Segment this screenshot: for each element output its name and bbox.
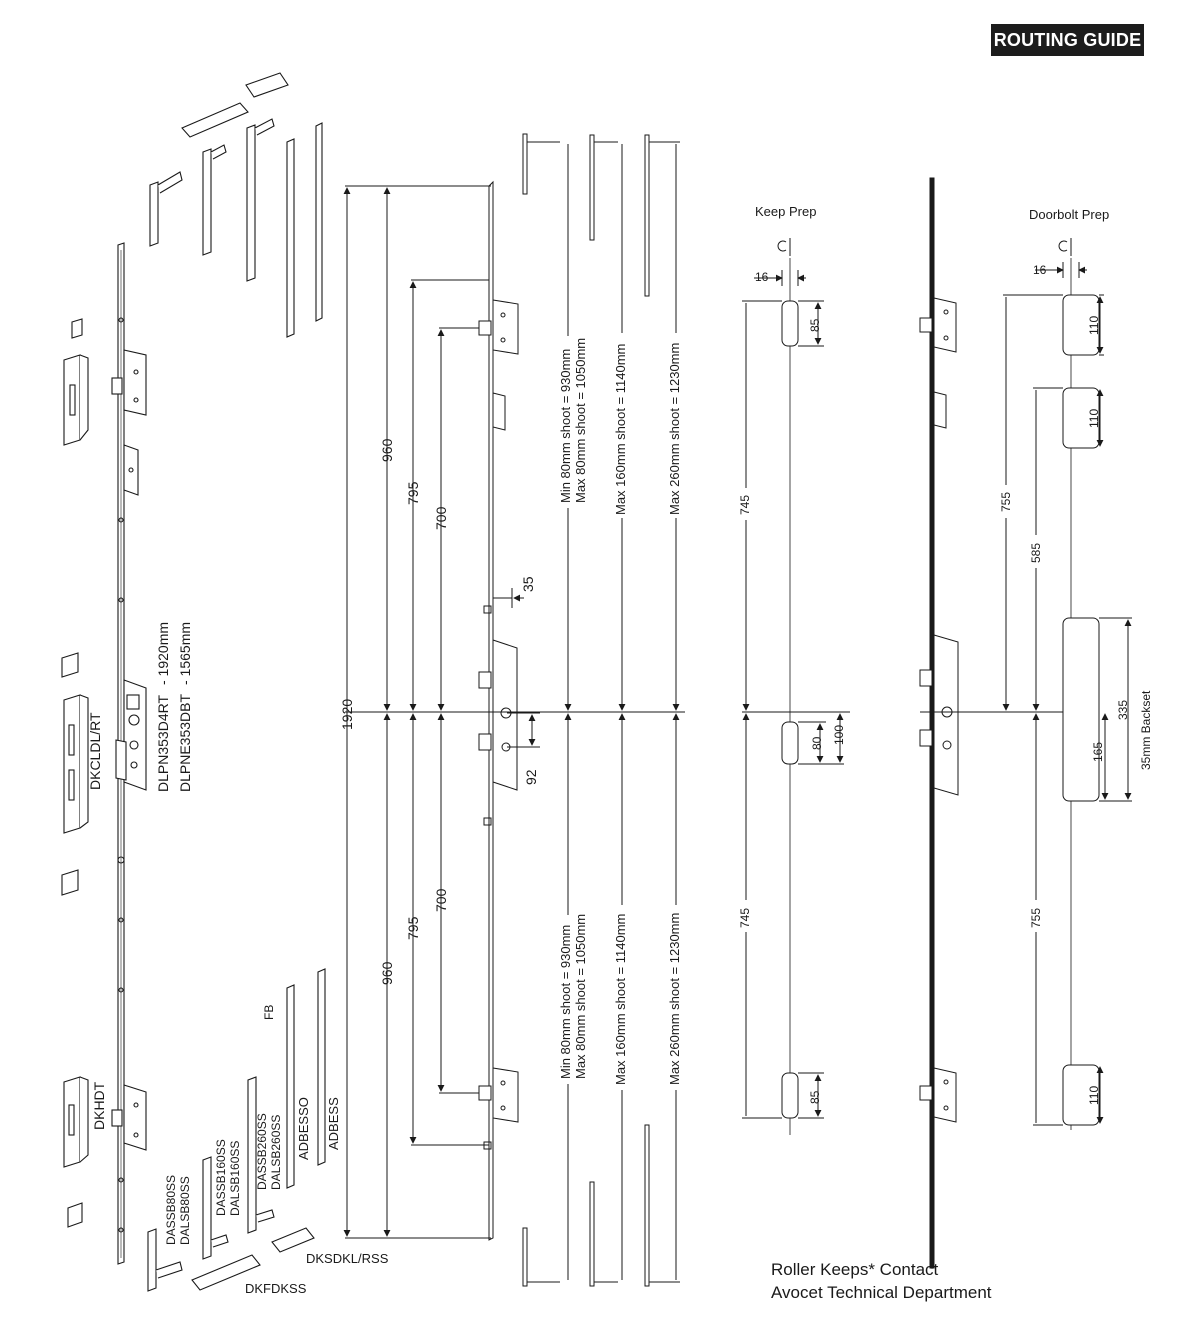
footer-line-2: Avocet Technical Department — [771, 1283, 992, 1302]
shootbolt-160-code-1: DASSB160SS — [214, 1139, 228, 1216]
dim-bottom-960: 960 — [379, 961, 395, 985]
shoot-label-top-max160: Max 160mm shoot = 1140mm — [613, 344, 628, 515]
shoot-label-bottom-max260: Max 260mm shoot = 1230mm — [667, 913, 682, 1085]
dim-top-960: 960 — [379, 438, 395, 462]
doorbolt-prep-title: Doorbolt Prep — [1029, 207, 1109, 222]
shoot-label-top-max80: Max 80mm shoot = 1050mm — [573, 338, 588, 503]
keep-prep-width: 16 — [755, 270, 769, 284]
extension-code-2: ADBESS — [326, 1097, 341, 1150]
keep-prep-mid-slot: 80 — [810, 736, 824, 750]
bottom-shootbolt-parts — [147, 968, 326, 1292]
doorbolt-prep-labels: Doorbolt Prep 16 110 110 755 585 335 165… — [999, 207, 1153, 1105]
strike-code-2: DKFDKSS — [245, 1281, 307, 1296]
door-bar-drawing — [919, 177, 1082, 1269]
keep-prep-top-slot: 85 — [808, 318, 822, 332]
doorbolt-slot-top: 110 — [1087, 316, 1101, 335]
keep-parts — [61, 318, 89, 1228]
shootbolt-160-code-2: DALSB160SS — [228, 1141, 242, 1216]
shoot-label-bottom-max80: Max 80mm shoot = 1050mm — [573, 914, 588, 1079]
doorbolt-slot-second: 110 — [1087, 409, 1101, 428]
dim-backset-35: 35 — [520, 576, 536, 592]
shoot-label-top-min80: Min 80mm shoot = 930mm — [558, 349, 573, 503]
dim-top-700: 700 — [433, 506, 449, 530]
shoot-label-bottom-min80: Min 80mm shoot = 930mm — [558, 925, 573, 1079]
shootbolt-260-code-2: DALSB260SS — [269, 1115, 283, 1190]
keep-prep-drawing — [742, 238, 850, 1135]
doorbolt-big-slot: 335 — [1116, 700, 1130, 720]
dim-centres-92: 92 — [523, 769, 539, 785]
lock-length-2: - 1565mm — [177, 622, 193, 685]
routing-guide-badge: ROUTING GUIDE — [991, 24, 1144, 56]
dim-bottom-700: 700 — [433, 888, 449, 912]
keep-prep-top-dist: 745 — [738, 495, 752, 515]
exploded-parts — [61, 72, 326, 1292]
dim-top-795: 795 — [405, 481, 421, 505]
footer-contact: Roller Keeps* Contact Avocet Technical D… — [771, 1258, 992, 1304]
dim-total-height: 1920 — [339, 699, 355, 730]
shoot-label-bottom-max160: Max 160mm shoot = 1140mm — [613, 914, 628, 1085]
keep-prep-title: Keep Prep — [755, 204, 816, 219]
doorbolt-backset-label: 35mm Backset — [1139, 690, 1153, 770]
doorbolt-slot-bottom: 110 — [1087, 1086, 1101, 1105]
doorbolt-dist-bottom: 755 — [1029, 908, 1043, 928]
strike-code-1: DKSDKL/RSS — [306, 1251, 389, 1266]
doorbolt-prep-drawing — [1002, 238, 1132, 1130]
exploded-part-labels: DKCLDL/RT DKHDT DLPN353D4RT DLPNE353DBT … — [87, 622, 389, 1296]
lock-code-1: DLPN353D4RT — [155, 695, 171, 792]
doorbolt-prep-width: 16 — [1033, 263, 1047, 277]
keep-prep-mid-dist: 100 — [832, 725, 846, 745]
lock-bar-drawing — [111, 242, 147, 1265]
shoot-label-top-max260: Max 260mm shoot = 1230mm — [667, 343, 682, 515]
fb-label: FB — [262, 1005, 276, 1020]
keep-prep-bottom-dist: 745 — [738, 908, 752, 928]
doorbolt-dist-second: 585 — [1029, 543, 1043, 563]
doorbolt-big-lower: 165 — [1091, 742, 1105, 762]
lock-dimension-labels: 1920 960 795 700 960 795 700 35 92 Min 8… — [339, 338, 682, 1085]
shootbolt-260-code-1: DASSB260SS — [255, 1113, 269, 1190]
dim-bottom-795: 795 — [405, 916, 421, 940]
lock-dimension-drawing — [343, 133, 685, 1287]
doorbolt-dist-top: 755 — [999, 492, 1013, 512]
lock-length-1: - 1920mm — [155, 622, 171, 685]
extension-code-1: ADBESSO — [296, 1097, 311, 1160]
keep-bottom-code: DKHDT — [91, 1081, 107, 1130]
keep-prep-bottom-slot: 85 — [808, 1090, 822, 1104]
shootbolt-80-code-1: DASSB80SS — [164, 1175, 178, 1245]
top-shootbolt-parts — [149, 72, 323, 338]
lock-code-2: DLPNE353DBT — [177, 694, 193, 792]
shootbolt-80-code-2: DALSB80SS — [178, 1176, 192, 1245]
footer-line-1: Roller Keeps* Contact — [771, 1260, 939, 1279]
keep-top-code: DKCLDL/RT — [87, 712, 103, 790]
keep-prep-labels: Keep Prep 16 85 745 80 100 745 85 — [738, 204, 846, 1104]
